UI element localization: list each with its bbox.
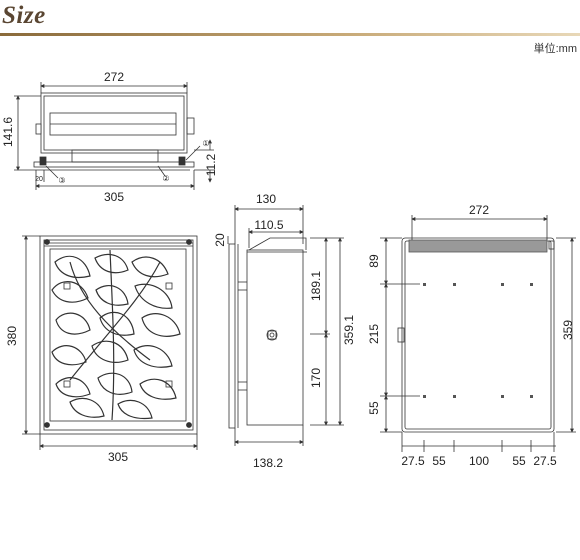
dim-side-total: 359.1	[342, 315, 356, 345]
mounting-holes	[423, 283, 533, 398]
dim-back-spacing-1: 27.5	[401, 454, 425, 468]
dim-side-lower: 170	[309, 368, 323, 388]
callout-2: ②	[162, 174, 169, 183]
dim-front-height: 380	[5, 326, 19, 346]
dim-top-base: 11.2	[204, 153, 218, 176]
dim-back-total: 359	[561, 320, 575, 340]
dim-back-row-mid: 215	[367, 324, 381, 344]
dim-back-spacing-2: 55	[432, 454, 446, 468]
dim-back-row-top: 89	[367, 254, 381, 268]
front-view-drawing	[39, 235, 198, 435]
title-rule	[0, 33, 580, 36]
dim-back-spacing-5: 27.5	[533, 454, 557, 468]
leaf-pattern	[51, 249, 181, 421]
dim-back-spacing-4: 55	[512, 454, 526, 468]
dim-side-lid: 20	[213, 233, 227, 247]
callout-3: ③	[58, 176, 65, 185]
top-view-drawing	[33, 92, 195, 171]
page-title: Size	[2, 2, 46, 29]
callout-1: ①	[202, 139, 209, 148]
dim-back-spacing-3: 100	[469, 454, 489, 468]
dim-back-width: 272	[469, 203, 489, 217]
dim-top-base-left: 20	[35, 176, 43, 183]
side-view-drawing	[228, 237, 307, 429]
back-view-drawing	[397, 237, 555, 433]
dim-side-depth: 130	[256, 192, 276, 206]
dim-front-width: 305	[108, 450, 128, 464]
unit-label: 単位:mm	[533, 43, 577, 55]
dim-top-bottom-width: 305	[104, 190, 124, 204]
dim-side-bottom: 138.2	[253, 456, 283, 470]
dim-back-row-bottom: 55	[367, 401, 381, 415]
dim-side-upper: 189.1	[309, 271, 323, 301]
dim-top-width: 272	[104, 70, 124, 84]
dim-side-inner: 110.5	[254, 218, 283, 232]
dim-top-height: 141.6	[1, 117, 15, 147]
